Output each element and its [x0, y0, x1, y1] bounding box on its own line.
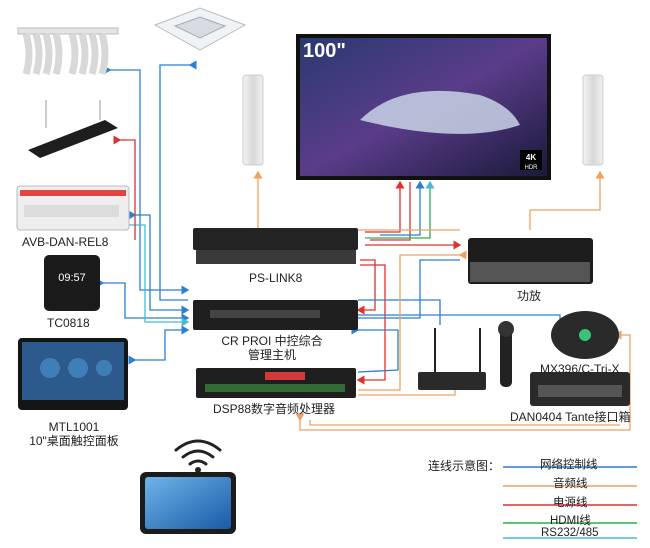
- tablet-device: [140, 472, 236, 534]
- tc0818-label: TC0818: [47, 316, 90, 330]
- curtain-device: [17, 27, 119, 76]
- dan-label: DAN0404 Tante接口箱: [510, 410, 631, 424]
- network-line-amp: [351, 259, 460, 323]
- air-conditioner-device: [153, 7, 247, 51]
- cr-proi-host-device: [193, 300, 358, 330]
- tv-4k-badge: 4K: [526, 153, 536, 162]
- host-label-line2: 管理主机: [247, 348, 297, 362]
- ceiling-light-device: [28, 100, 118, 158]
- audio-line-dan-2: [309, 420, 620, 426]
- power-line-light: [113, 135, 136, 240]
- mic-receiver-device: [418, 328, 486, 390]
- speaker-right: [582, 74, 604, 166]
- rs-line-relay: [128, 224, 190, 327]
- network-line-mtl: [128, 325, 190, 365]
- speaker-left: [242, 74, 264, 166]
- legend-title: 连线示意图：: [428, 459, 501, 473]
- tv-size-label: 100": [303, 40, 346, 62]
- network-line-tv: [380, 180, 425, 236]
- amp-label: 功放: [517, 289, 542, 303]
- legend-hdmi: HDMI线: [550, 515, 591, 527]
- relay-label: AVB-DAN-REL8: [22, 235, 109, 249]
- tv-display-device: [296, 34, 551, 180]
- relay-module-device: [16, 185, 130, 231]
- mtl1001-device: [18, 338, 128, 410]
- wifi-icon: [174, 439, 222, 466]
- legend-rs232: RS232/485: [541, 527, 599, 539]
- mic-array-label: MX396/C-Tri-X: [540, 362, 620, 376]
- audio-line-dan: [295, 330, 631, 431]
- power-line-host: [356, 259, 376, 315]
- tv-hdr-badge: HDR: [525, 165, 539, 171]
- tc-clock: 09:57: [58, 272, 86, 284]
- network-line-dsp: [351, 325, 399, 373]
- mtl-label-line2: 10"桌面触控面板: [29, 434, 119, 448]
- pslink-label: PS-LINK8: [249, 271, 303, 285]
- legend-power: 电源线: [553, 497, 588, 509]
- power-line-tv: [365, 180, 405, 233]
- audio-line-amp-dsp: [358, 250, 467, 391]
- pslink8-device: [193, 228, 358, 264]
- legend-network: 网络控制线: [540, 459, 598, 471]
- audio-line-spk-right: [529, 170, 605, 230]
- mic-array-device: [551, 311, 619, 359]
- network-line-curtain: [103, 65, 190, 295]
- network-line-relay: [128, 210, 190, 315]
- dan0404-device: [530, 372, 630, 406]
- hdmi-line-tv: [365, 180, 435, 239]
- amplifier-device: [468, 238, 593, 284]
- dsp-label: DSP88数字音频处理器: [213, 402, 336, 416]
- handheld-mic-device: [498, 321, 514, 387]
- mtl-label-line1: MTL1001: [48, 420, 100, 434]
- tc0818-device: 09:57: [44, 255, 100, 311]
- legend-audio: 音频线: [553, 478, 588, 490]
- power-line-dsp: [356, 264, 386, 385]
- network-line-tc: [96, 278, 190, 323]
- wifi-dot-icon: [195, 467, 201, 473]
- network-line-ac: [159, 60, 197, 301]
- power-line-tv2: [370, 182, 411, 241]
- network-line-mic: [358, 299, 441, 325]
- dsp88-device: [196, 368, 356, 398]
- host-label-line1: CR PROI 中控综合: [221, 334, 323, 348]
